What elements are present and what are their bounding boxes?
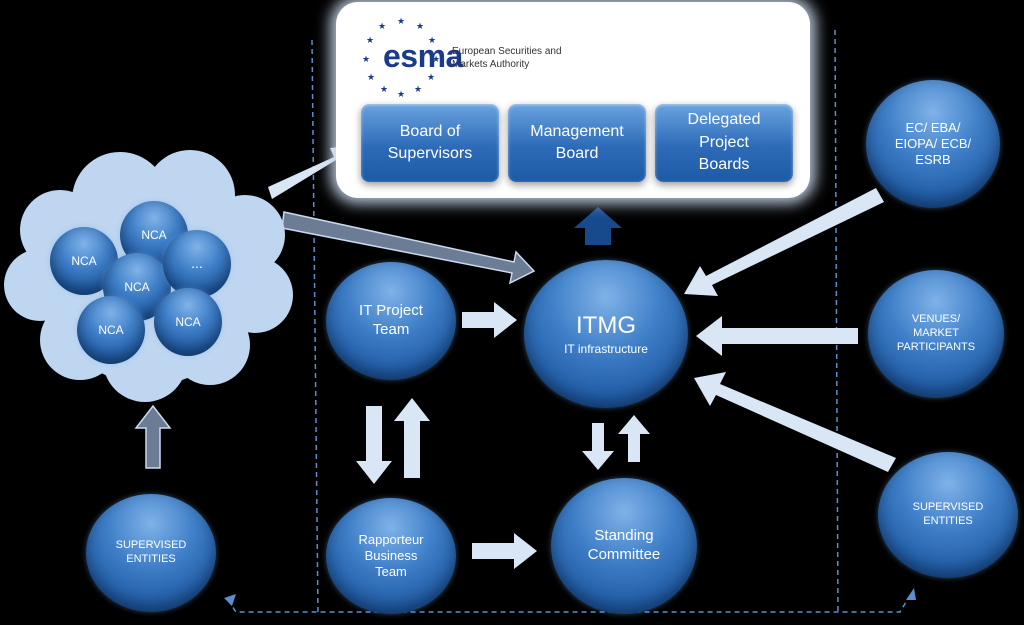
arrow-supervised-right-to-itmg: [694, 372, 896, 472]
itmg-node: ITMG IT infrastructure: [524, 260, 688, 408]
arrow-cloud-to-itmg: [281, 211, 536, 285]
svg-text:★: ★: [427, 73, 435, 83]
svg-text:★: ★: [362, 55, 370, 65]
dashed-bottom-connector: [227, 591, 913, 613]
supervised-entities-right-node: SUPERVISED ENTITIES: [878, 452, 1018, 578]
board-of-supervisors: Board of Supervisors: [361, 104, 499, 182]
dashed-arrowhead-left: [224, 594, 236, 606]
itmg-title: ITMG: [576, 312, 636, 339]
ec-eba-eiopa-ecb-esrb-node: EC/ EBA/ EIOPA/ ECB/ ESRB: [866, 80, 1000, 208]
venues-market-participants-node: VENUES/ MARKET PARTICIPANTS: [868, 270, 1004, 398]
arrow-cloud-to-board: [268, 145, 355, 199]
svg-text:★: ★: [428, 36, 436, 46]
nca-node-5: NCA: [154, 288, 222, 356]
esma-logo: esma: [383, 38, 463, 74]
arrow-itproject-to-itmg: [462, 302, 517, 338]
svg-text:★: ★: [380, 85, 388, 95]
dashed-divider-right: [834, 29, 839, 616]
dashed-divider-left: [311, 39, 319, 616]
nca-node-ellipsis: ...: [163, 230, 231, 298]
delegated-project-boards: Delegated Project Boards: [655, 104, 793, 182]
arrow-committee-up: [618, 415, 650, 462]
arrow-itmg-to-esma: [574, 207, 622, 245]
svg-text:★: ★: [416, 22, 424, 32]
svg-text:★: ★: [414, 85, 422, 95]
arrow-ec-to-itmg: [684, 188, 884, 296]
svg-text:★: ★: [432, 55, 440, 65]
arrow-itproject-down: [356, 406, 392, 484]
esma-subtitle: European Securities and Markets Authorit…: [452, 46, 562, 70]
standing-committee-node: Standing Committee: [551, 478, 697, 614]
arrow-rapporteur-up: [394, 398, 430, 478]
svg-text:★: ★: [366, 36, 374, 46]
svg-text:★: ★: [378, 22, 386, 32]
arrow-rapporteur-to-committee: [472, 533, 537, 569]
svg-text:★: ★: [397, 90, 405, 100]
itmg-subtitle: IT infrastructure: [564, 342, 648, 356]
arrow-venues-to-itmg: [696, 316, 858, 356]
it-project-team-node: IT Project Team: [326, 262, 456, 380]
dashed-arrowhead-right: [906, 588, 916, 600]
svg-text:★: ★: [397, 17, 405, 27]
arrow-itmg-down: [582, 423, 614, 470]
nca-node-4: NCA: [77, 296, 145, 364]
management-board: Management Board: [508, 104, 646, 182]
svg-text:★: ★: [367, 73, 375, 83]
arrow-supervised-to-cloud: [134, 404, 172, 469]
rapporteur-business-team-node: Rapporteur Business Team: [326, 498, 456, 614]
supervised-entities-left-node: SUPERVISED ENTITIES: [86, 494, 216, 612]
